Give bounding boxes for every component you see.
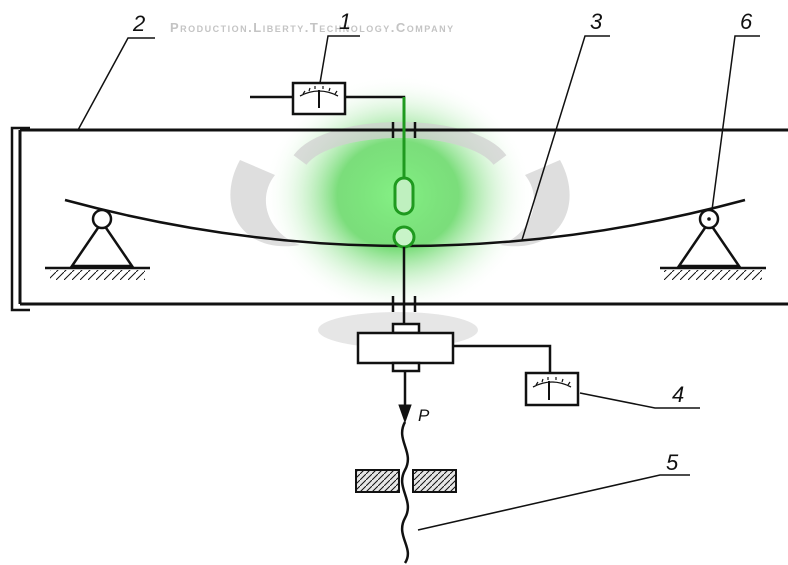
clamp-right-block <box>412 469 457 493</box>
chamber-bracket <box>10 126 30 312</box>
right-support <box>660 208 766 280</box>
load-link <box>392 97 416 249</box>
top-port <box>391 122 417 138</box>
bottom-gauge <box>524 371 580 407</box>
right-support-triangle <box>676 219 742 268</box>
left-roller <box>91 208 113 230</box>
right-ground-hatch <box>664 270 762 280</box>
link-loop <box>393 176 415 216</box>
left-support-triangle <box>69 219 135 268</box>
left-ground-hatch <box>50 270 145 280</box>
callout-4: 4 <box>672 382 685 407</box>
load-cell <box>356 322 552 373</box>
logo-left-loop <box>230 160 300 247</box>
callout-2: 2 <box>133 11 146 36</box>
load-cell-wire <box>453 344 552 373</box>
callout-1: 1 <box>339 9 352 34</box>
leader-2 <box>77 37 155 131</box>
load-cell-top-collar <box>391 322 421 335</box>
left-support <box>45 208 150 280</box>
callout-5: 5 <box>666 450 679 475</box>
watermark-text: Production.Liberty.Technology.Company <box>170 20 455 35</box>
load-arrow <box>398 371 412 424</box>
callout-6: 6 <box>740 9 753 34</box>
leader-5 <box>417 474 690 531</box>
force-label: P <box>418 406 430 425</box>
clamp <box>355 469 457 493</box>
bottom-gauge-body <box>524 371 580 407</box>
wavy-cable <box>400 421 410 564</box>
leader-1 <box>319 35 360 84</box>
logo-right-loop <box>500 160 570 247</box>
load-cell-body <box>356 331 455 365</box>
leader-3 <box>521 35 610 241</box>
link-eye <box>392 225 416 249</box>
bottom-port <box>391 296 417 312</box>
callout-3: 3 <box>590 9 603 34</box>
leader-6 <box>711 35 760 211</box>
bottom-gauge-scale <box>532 381 572 388</box>
right-roller-pin <box>707 217 711 221</box>
bottom-gauge-ticks <box>535 377 571 386</box>
clamp-left-block <box>355 469 400 493</box>
leader-lines <box>77 35 760 531</box>
top-gauge-ticks <box>302 86 338 95</box>
load-cell-bottom-collar <box>391 361 421 373</box>
load-arrow-head <box>398 404 412 424</box>
leader-4 <box>579 392 700 409</box>
